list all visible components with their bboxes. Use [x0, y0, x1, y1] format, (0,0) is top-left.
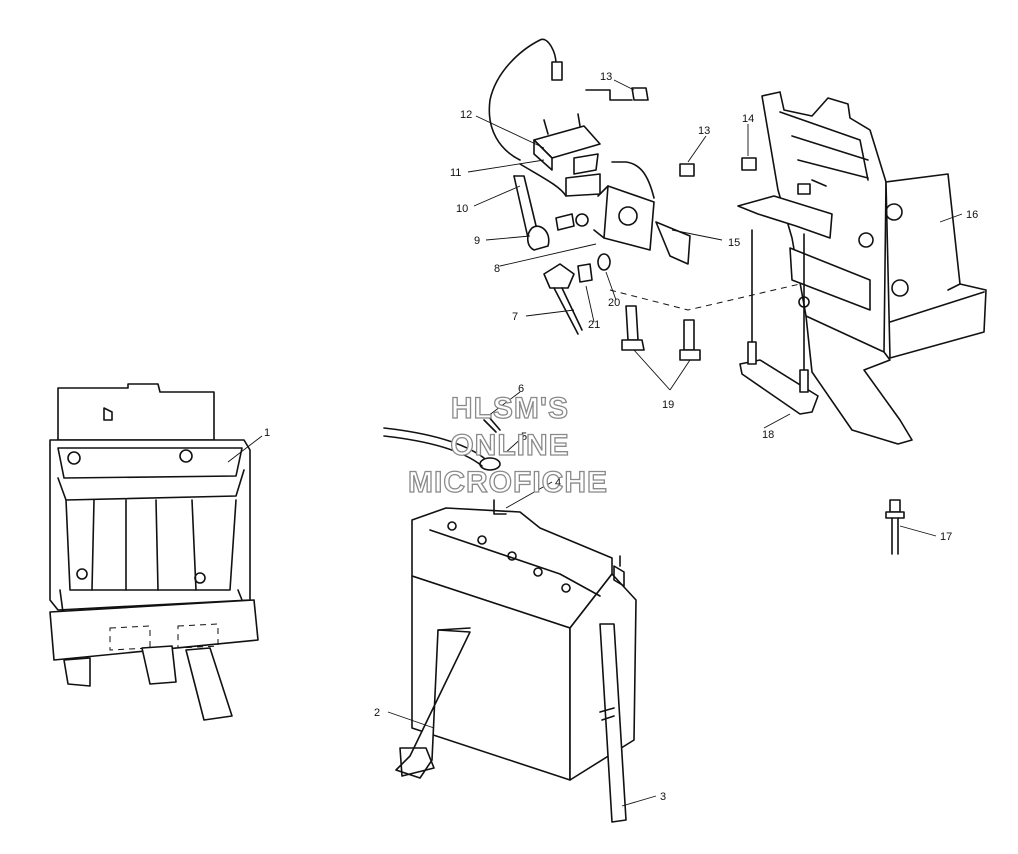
cable-part	[383, 415, 501, 471]
bolts-parts	[609, 283, 801, 361]
callout-17: 17	[940, 531, 952, 543]
battery-box-part	[49, 383, 259, 721]
callout-10: 10	[456, 203, 468, 215]
callout-5: 5	[521, 431, 527, 443]
watermark-line-2: ONLINE	[450, 429, 569, 462]
breather-strap-part	[395, 627, 471, 779]
callout-20: 20	[608, 297, 620, 309]
callout-21: 21	[588, 319, 600, 331]
nuts-parts	[585, 87, 757, 177]
callout-15: 15	[728, 237, 740, 249]
callout-18: 18	[762, 429, 774, 441]
solenoid-assembly	[488, 38, 691, 265]
watermark-line-1: HLSM'S	[451, 392, 569, 425]
strap-plate-part	[739, 229, 819, 415]
callout-13-right: 13	[698, 125, 710, 137]
callout-labels: 1 2 3 4 5 6 7 8 9 10 11 12 13 13 14 15 1…	[264, 71, 978, 803]
mounting-bracket-part	[737, 91, 987, 445]
battery-part	[411, 499, 637, 781]
callout-14: 14	[742, 113, 754, 125]
callout-2: 2	[374, 707, 380, 719]
leader-lines	[227, 79, 963, 807]
callout-13-top: 13	[600, 71, 612, 83]
callout-9: 9	[474, 235, 480, 247]
callout-6: 6	[518, 383, 524, 395]
callout-12: 12	[460, 109, 472, 121]
callout-7: 7	[512, 311, 518, 323]
callout-3: 3	[660, 791, 666, 803]
callout-19: 19	[662, 399, 674, 411]
callout-8: 8	[494, 263, 500, 275]
watermark-line-3: MICROFICHE	[408, 466, 608, 499]
rivet-part	[885, 499, 905, 555]
callout-1: 1	[264, 427, 270, 439]
callout-11: 11	[450, 167, 461, 179]
callout-4: 4	[555, 477, 561, 489]
vent-hose-part	[599, 623, 627, 823]
callout-16: 16	[966, 209, 978, 221]
watermark: HLSM'S ONLINE MICROFICHE	[407, 391, 608, 499]
